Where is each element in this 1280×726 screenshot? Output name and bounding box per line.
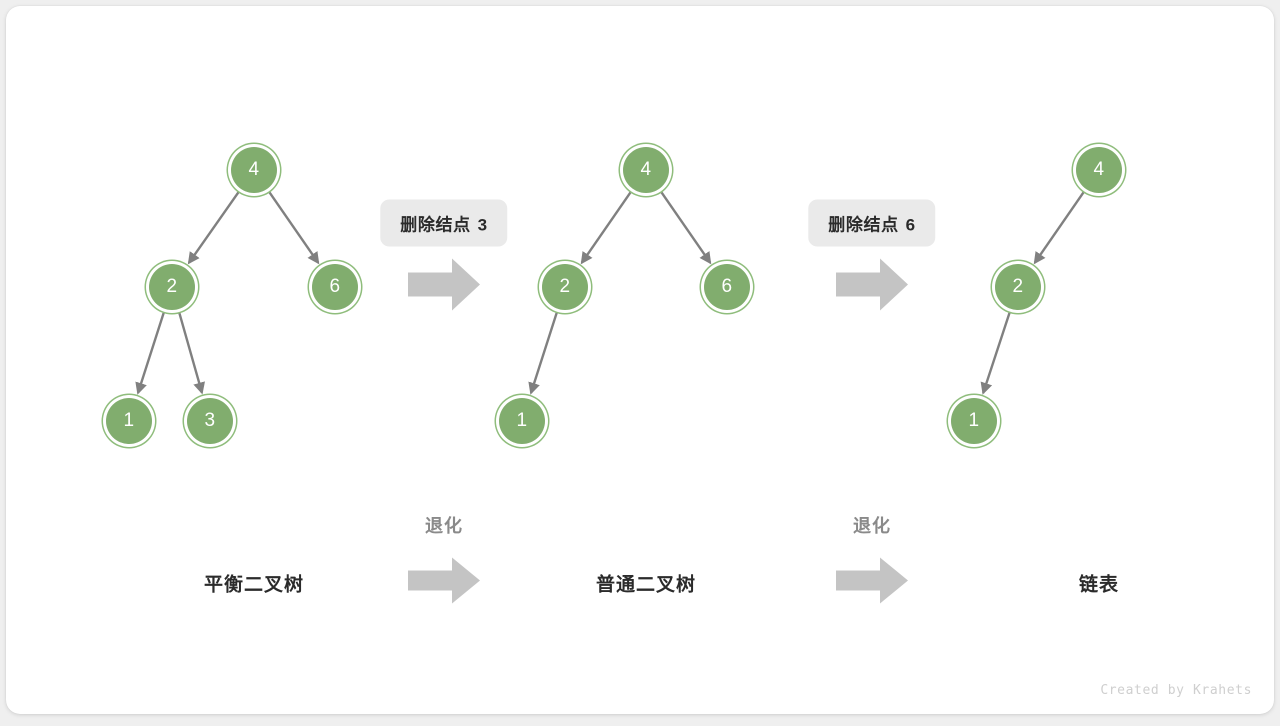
transition-label-degenerate-1: 退化 xyxy=(425,516,463,536)
tree-node: 4 xyxy=(1076,147,1122,193)
block-arrow-right-icon xyxy=(408,257,480,318)
tree-node: 2 xyxy=(149,264,195,310)
badge-value: 3 xyxy=(477,215,488,235)
tree-edge xyxy=(187,190,241,265)
tree-edge xyxy=(659,190,712,265)
tree-edge-layer xyxy=(135,190,1086,395)
tree-node: 1 xyxy=(499,398,545,444)
block-arrow-right-icon xyxy=(408,557,480,610)
tree-edge xyxy=(580,190,633,265)
tree-node: 3 xyxy=(187,398,233,444)
tree-node: 1 xyxy=(106,398,152,444)
tree-node: 2 xyxy=(995,264,1041,310)
caption-balanced-tree: 平衡二叉树 xyxy=(203,574,305,596)
tree-node: 1 xyxy=(951,398,997,444)
tree-edge xyxy=(135,310,166,395)
operation-badge-delete-3: 删除结点 3 xyxy=(380,199,508,247)
tree-node: 2 xyxy=(542,264,588,310)
tree-edge xyxy=(267,190,320,265)
tree-node: 4 xyxy=(623,147,669,193)
tree-edge xyxy=(177,311,205,395)
credit-text: Created by Krahets xyxy=(1100,683,1252,698)
badge-value: 6 xyxy=(905,215,916,235)
tree-edge xyxy=(980,310,1012,395)
caption-linked-list: 链表 xyxy=(1078,574,1120,596)
tree-node: 4 xyxy=(231,147,277,193)
badge-label: 删除结点 xyxy=(400,215,471,235)
transition-label-degenerate-2: 退化 xyxy=(853,516,891,536)
tree-edge xyxy=(1033,190,1086,265)
block-arrow-right-icon xyxy=(836,557,908,610)
badge-label: 删除结点 xyxy=(828,215,899,235)
caption-ordinary-tree: 普通二叉树 xyxy=(595,574,697,596)
operation-badge-delete-6: 删除结点 6 xyxy=(808,199,936,247)
tree-edge xyxy=(528,310,559,395)
tree-node: 6 xyxy=(312,264,358,310)
tree-node: 6 xyxy=(704,264,750,310)
block-arrow-right-icon xyxy=(836,257,908,318)
